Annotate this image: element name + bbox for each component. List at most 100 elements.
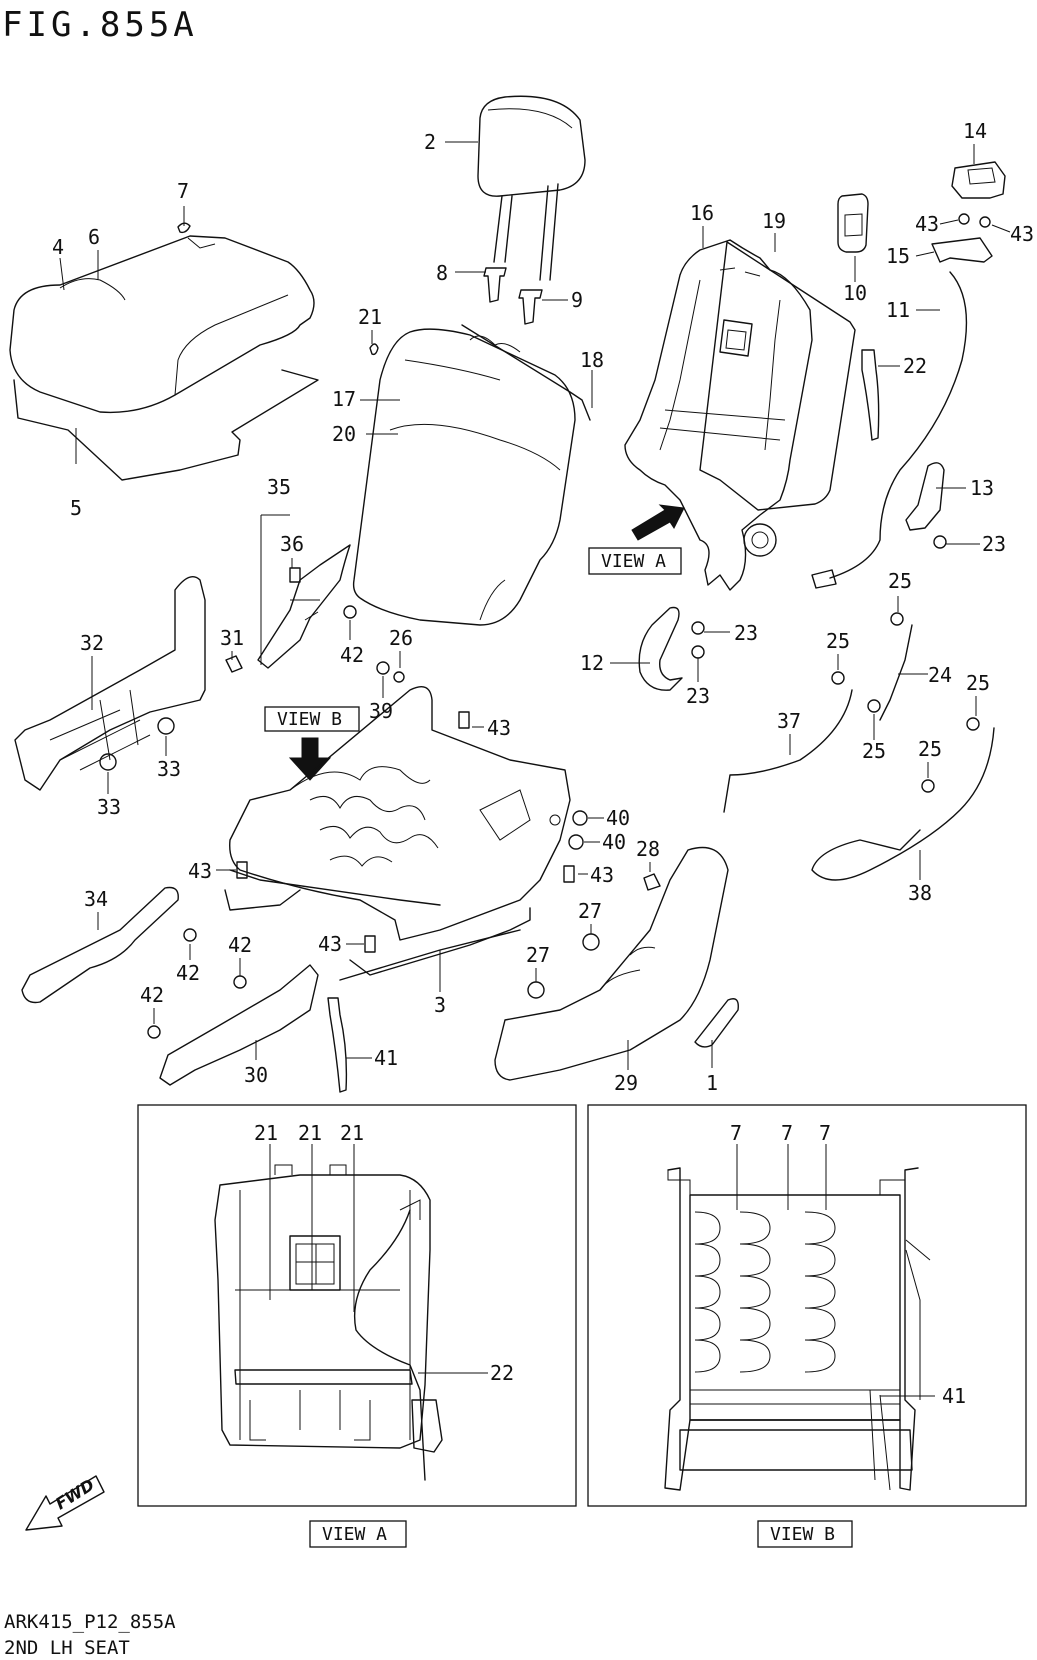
- cable-part: [811, 727, 995, 881]
- clip-part: [225, 655, 243, 673]
- svg-text:43: 43: [318, 932, 342, 956]
- side-trim-part: [257, 515, 351, 669]
- view-b-detail: 7 7 7 41: [587, 1104, 1027, 1507]
- bolt-part: [933, 535, 947, 549]
- cable-part: [723, 689, 853, 813]
- bracket-part: [931, 237, 993, 263]
- svg-text:41: 41: [374, 1046, 398, 1070]
- svg-text:20: 20: [332, 422, 356, 446]
- svg-text:25: 25: [888, 569, 912, 593]
- nut-part: [393, 671, 405, 683]
- svg-text:12: 12: [580, 651, 604, 675]
- svg-text:8: 8: [436, 261, 448, 285]
- svg-text:31: 31: [220, 626, 244, 650]
- svg-text:33: 33: [157, 757, 181, 781]
- bolt-part: [458, 711, 470, 729]
- svg-text:10: 10: [843, 281, 867, 305]
- svg-text:24: 24: [928, 663, 952, 687]
- svg-text:40: 40: [602, 830, 626, 854]
- svg-text:37: 37: [777, 709, 801, 733]
- seat-cushion-part: [9, 235, 319, 481]
- callouts: 2 7 4 6 5 8 9 21 17 20 18 16 19 10 11 14…: [52, 119, 1034, 1095]
- svg-text:7: 7: [781, 1121, 793, 1145]
- svg-text:1: 1: [706, 1071, 718, 1095]
- svg-text:21: 21: [340, 1121, 364, 1145]
- svg-text:29: 29: [614, 1071, 638, 1095]
- svg-text:VIEW B: VIEW B: [770, 1524, 835, 1545]
- svg-text:43: 43: [590, 863, 614, 887]
- figure-title: FIG.855A: [2, 5, 198, 45]
- svg-text:16: 16: [690, 201, 714, 225]
- svg-text:43: 43: [915, 212, 939, 236]
- svg-text:3: 3: [434, 993, 446, 1017]
- clip-part: [643, 873, 661, 891]
- svg-text:2: 2: [424, 130, 436, 154]
- shield-part: [494, 846, 729, 1081]
- svg-text:7: 7: [819, 1121, 831, 1145]
- svg-text:22: 22: [903, 354, 927, 378]
- view-arrow-icon: [288, 737, 332, 781]
- svg-text:4: 4: [52, 235, 64, 259]
- cable-part: [829, 271, 968, 579]
- svg-text:21: 21: [254, 1121, 278, 1145]
- bolt-part: [236, 861, 248, 879]
- trim-part: [21, 886, 179, 1004]
- clip-part: [177, 222, 191, 234]
- clip-part: [527, 981, 545, 999]
- grommet-part: [831, 671, 845, 685]
- headrest-guide-part: [483, 267, 543, 325]
- svg-text:15: 15: [886, 244, 910, 268]
- bracket-part: [638, 606, 683, 691]
- svg-text:42: 42: [228, 933, 252, 957]
- cable-end-part: [811, 569, 837, 589]
- svg-text:26: 26: [389, 626, 413, 650]
- svg-text:40: 40: [606, 806, 630, 830]
- grommet-part: [890, 612, 904, 626]
- svg-text:25: 25: [966, 671, 990, 695]
- svg-text:25: 25: [862, 739, 886, 763]
- strap-part: [861, 349, 880, 441]
- svg-text:42: 42: [340, 643, 364, 667]
- svg-text:27: 27: [578, 899, 602, 923]
- view-arrow-icon: [631, 504, 685, 541]
- svg-text:19: 19: [762, 209, 786, 233]
- bolt-part: [691, 621, 705, 635]
- svg-text:14: 14: [963, 119, 987, 143]
- svg-text:43: 43: [487, 716, 511, 740]
- bolt-part: [343, 605, 357, 619]
- bolt-part: [147, 1025, 161, 1039]
- svg-text:7: 7: [177, 179, 189, 203]
- svg-text:13: 13: [970, 476, 994, 500]
- svg-text:23: 23: [982, 532, 1006, 556]
- bolt-part: [364, 935, 376, 953]
- svg-text:42: 42: [140, 983, 164, 1007]
- svg-text:38: 38: [908, 881, 932, 905]
- svg-text:23: 23: [734, 621, 758, 645]
- svg-text:18: 18: [580, 348, 604, 372]
- svg-text:21: 21: [298, 1121, 322, 1145]
- svg-text:43: 43: [1010, 222, 1034, 246]
- svg-text:25: 25: [826, 629, 850, 653]
- view-b-caption: VIEW B: [757, 1520, 853, 1548]
- switch-part: [837, 193, 869, 253]
- svg-text:6: 6: [88, 225, 100, 249]
- svg-text:35: 35: [267, 475, 291, 499]
- svg-text:27: 27: [526, 943, 550, 967]
- view-a-caption: VIEW A: [309, 1520, 407, 1548]
- svg-text:5: 5: [70, 496, 82, 520]
- svg-text:22: 22: [490, 1361, 514, 1385]
- grommet-part: [867, 699, 881, 713]
- svg-text:33: 33: [97, 795, 121, 819]
- trim-part: [159, 964, 319, 1086]
- clip-part: [582, 933, 600, 951]
- svg-text:VIEW A: VIEW A: [322, 1524, 387, 1545]
- view-b-tag: VIEW B: [264, 706, 360, 732]
- svg-text:11: 11: [886, 298, 910, 322]
- fwd-arrow-icon: FWD: [25, 1475, 105, 1531]
- bolt-part: [376, 661, 390, 675]
- svg-text:39: 39: [369, 699, 393, 723]
- nut-part: [568, 834, 584, 850]
- svg-text:32: 32: [80, 631, 104, 655]
- bolt-part: [233, 975, 247, 989]
- svg-text:28: 28: [636, 837, 660, 861]
